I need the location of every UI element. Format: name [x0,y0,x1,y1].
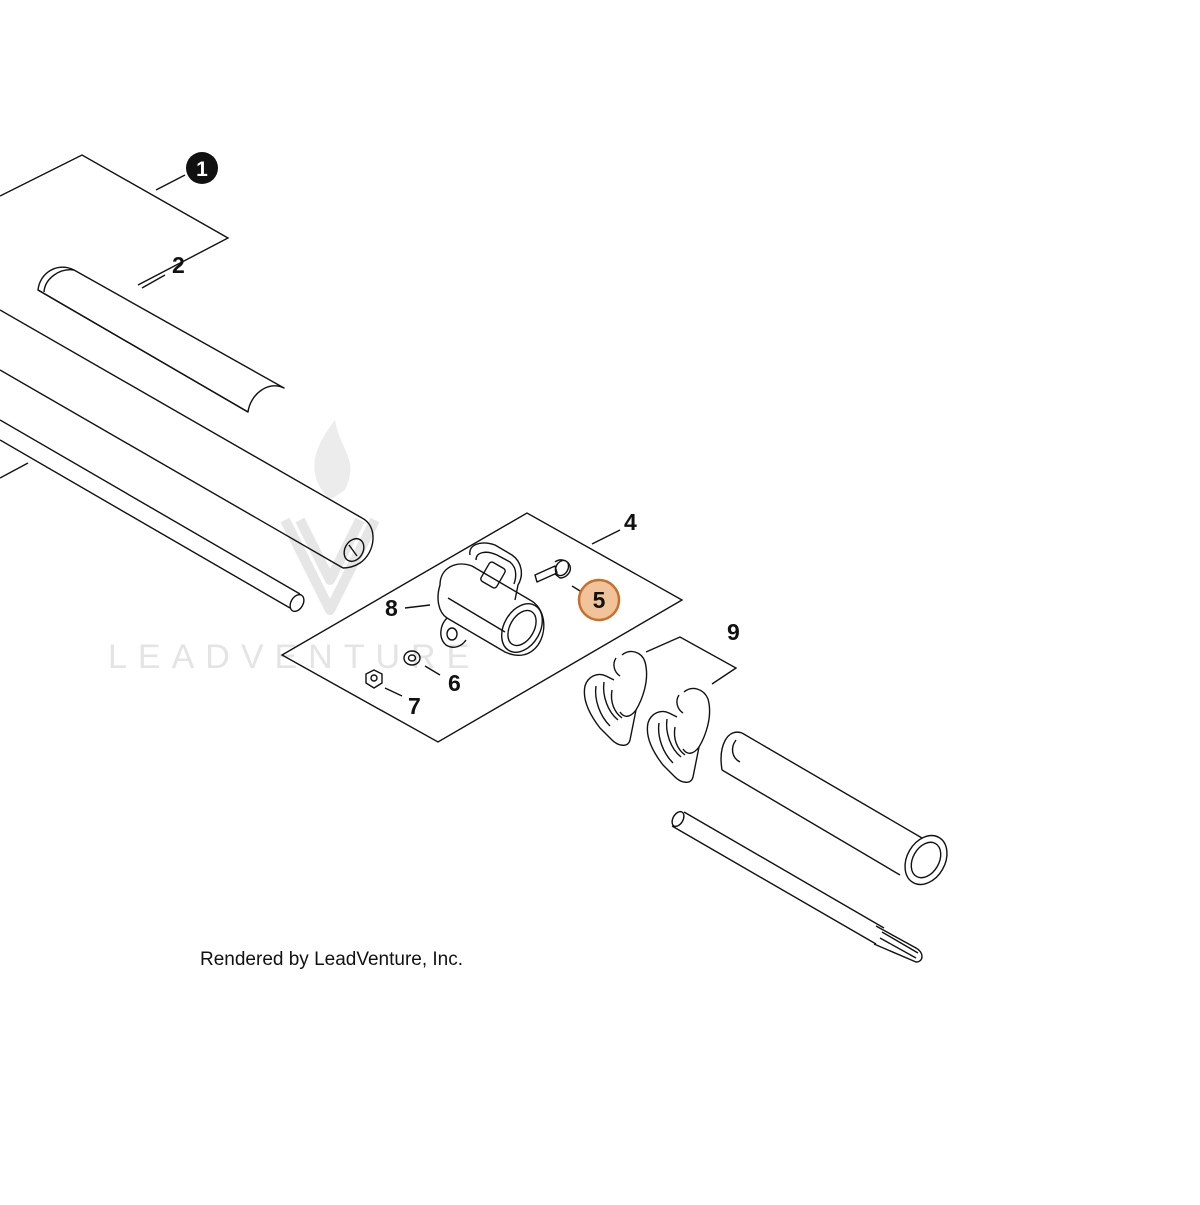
callout-5-highlight-ring [577,578,621,622]
part-7-nut [365,669,383,689]
part-9-clip-left [583,650,648,746]
watermark: LEADVENTURE [108,420,480,676]
callout-1-label: 1 [196,158,208,181]
upper-drive-shaft [0,419,305,613]
callout-1-badge [186,152,218,184]
callout-6-label[interactable]: 6 [448,670,461,696]
part-5-bolt [534,559,572,583]
part-9-clip-right [646,687,711,783]
lower-drive-shaft [671,810,923,963]
group-9-outline [645,636,738,685]
watermark-logo-icon [280,420,380,615]
callout-5-label: 5 [593,587,606,613]
lower-tube [720,731,948,886]
part-6-washer [403,650,421,666]
part-2-tube-shell [37,266,285,413]
callout-5-highlighted[interactable]: 5 [577,578,621,622]
callout-8-label[interactable]: 8 [385,595,398,621]
render-credit: Rendered by LeadVenture, Inc. [200,949,463,970]
callout-9-label[interactable]: 9 [727,619,740,645]
group-1-outline [0,154,230,286]
callout-7-label[interactable]: 7 [408,693,421,719]
watermark-text: LEADVENTURE [108,638,480,676]
main-tube [0,309,374,569]
group-4-outline [280,512,684,743]
part-8-clamp-housing [437,542,545,657]
callout-1[interactable]: 1 [186,152,218,184]
callout-4-label[interactable]: 4 [624,509,637,535]
callout-2-label[interactable]: 2 [172,252,185,278]
